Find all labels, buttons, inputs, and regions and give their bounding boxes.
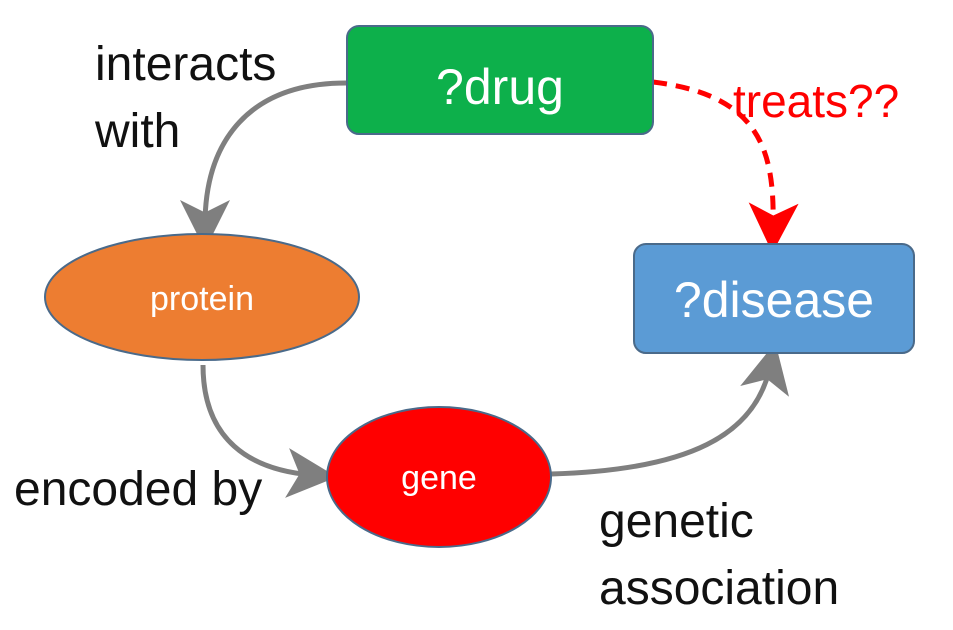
edge-genetic-association [550, 342, 790, 477]
edge-treats-predicted [652, 79, 799, 253]
node-protein-ellipse [44, 233, 360, 361]
label-genetic-line2: association [599, 562, 839, 615]
node-drug: ?drug [346, 25, 654, 135]
label-interacts-line1: interacts [95, 38, 276, 91]
label-genetic-line1: genetic [599, 495, 754, 548]
node-protein: protein [44, 233, 360, 361]
node-gene-ellipse [326, 406, 552, 548]
node-protein-label: protein [150, 280, 254, 318]
edge-interacts-with [180, 80, 347, 250]
node-disease: ?disease [633, 243, 915, 354]
node-disease-label: ?disease [674, 272, 874, 328]
node-drug-label: ?drug [436, 59, 564, 115]
label-treats: treats?? [733, 75, 899, 127]
node-drug-box [346, 25, 654, 135]
label-interacts-line2: with [94, 105, 180, 158]
node-gene: gene [326, 406, 552, 548]
label-encoded-by: encoded by [14, 463, 262, 516]
node-gene-label: gene [401, 459, 477, 497]
edge-encoded-by [200, 364, 337, 498]
node-disease-box [633, 243, 915, 354]
